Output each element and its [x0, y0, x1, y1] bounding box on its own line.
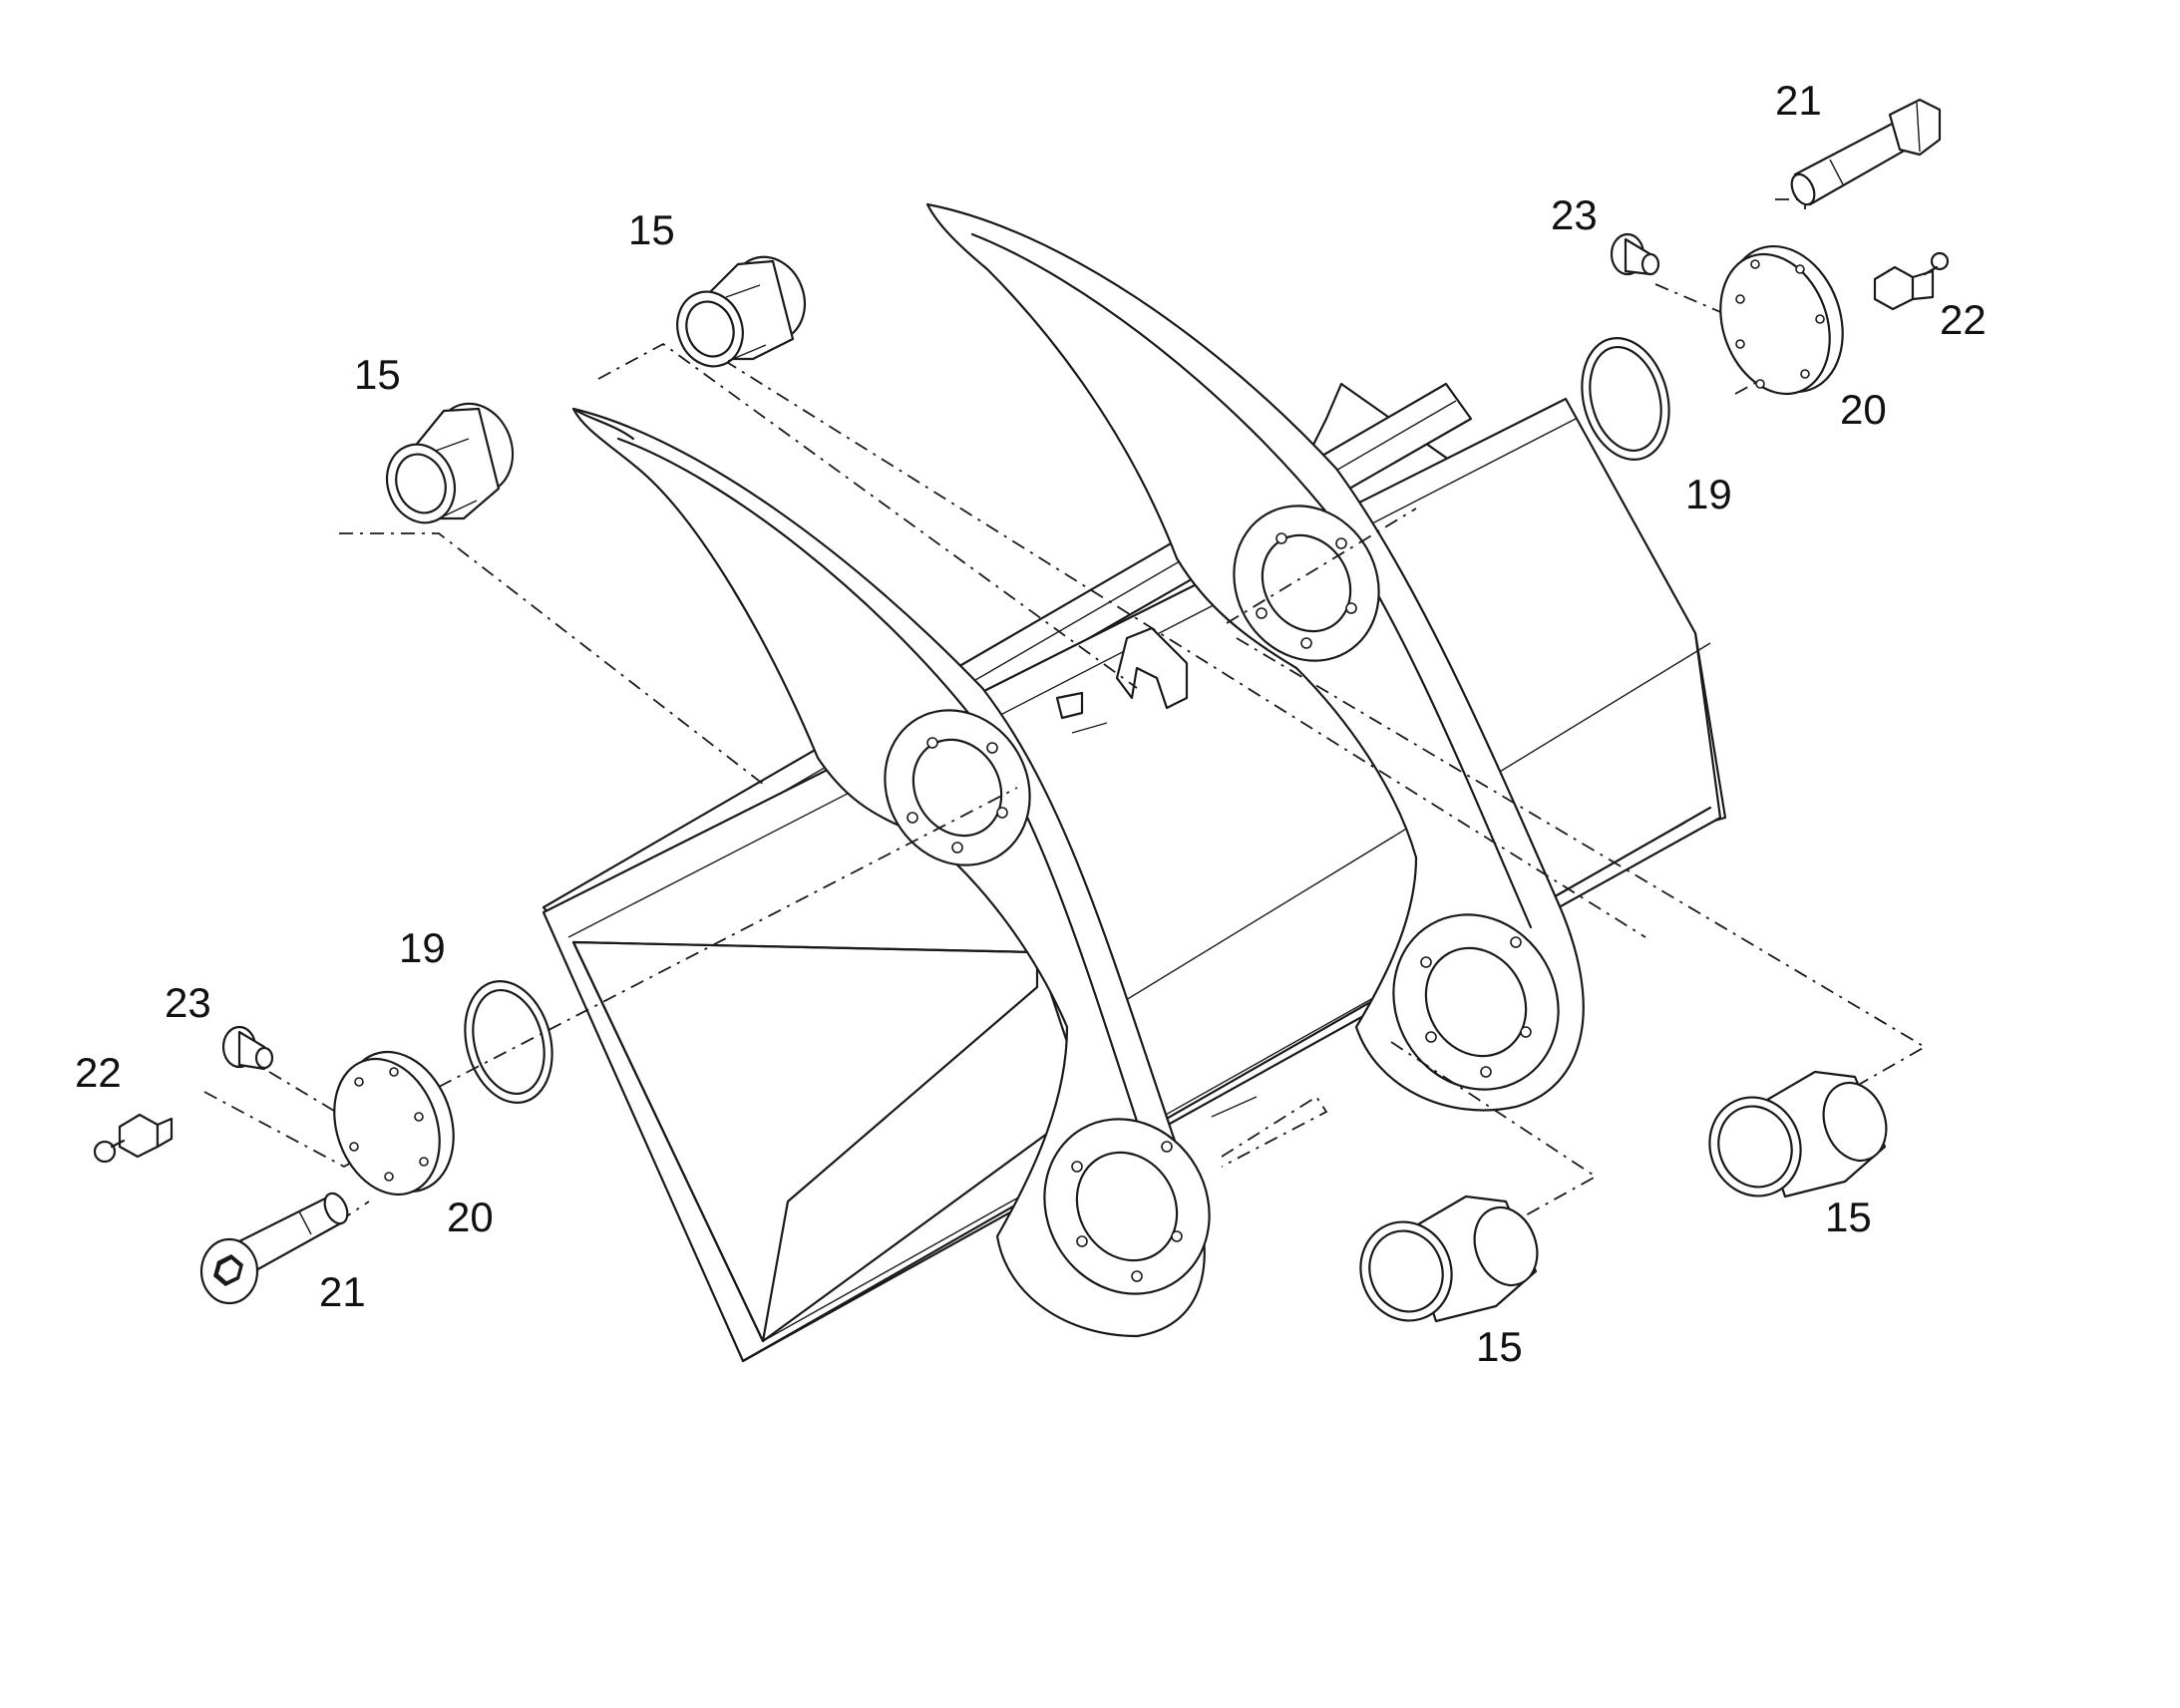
bolt-right — [1790, 98, 1942, 206]
plug-left — [221, 1025, 274, 1071]
lock-bracket — [1055, 626, 1189, 734]
bushing-lower-right — [1708, 1070, 1888, 1198]
grease-nipple-right — [1873, 251, 1950, 311]
callout-bushing-lower-center: 15 — [1476, 1323, 1523, 1370]
callout-grease-nipple-right: 22 — [1940, 296, 1987, 343]
cover-plate-right — [1719, 244, 1844, 396]
callout-labels: 15 15 15 15 19 19 20 20 21 21 22 22 23 2… — [75, 77, 1987, 1370]
bolt-left — [199, 1192, 349, 1305]
oring-left — [464, 980, 553, 1104]
callout-cover-left: 20 — [447, 1194, 494, 1240]
callout-oring-left: 19 — [399, 924, 446, 971]
assembly-lines — [203, 198, 1927, 1227]
callout-bushing-upper-left: 15 — [354, 351, 401, 398]
callout-grease-nipple-left: 22 — [75, 1049, 122, 1096]
callout-bushing-upper-center: 15 — [628, 206, 675, 253]
left-ripper-tine — [571, 407, 1211, 1338]
callout-plug-right: 23 — [1551, 191, 1598, 238]
plug-right — [1610, 232, 1660, 276]
bushing-upper-center — [676, 255, 806, 368]
right-ripper-tine — [925, 202, 1585, 1112]
oring-right — [1581, 337, 1670, 461]
bushing-upper-left — [386, 402, 515, 524]
callout-cover-right: 20 — [1840, 386, 1887, 433]
callout-bushing-lower-right: 15 — [1825, 1194, 1872, 1240]
callout-bolt-right: 21 — [1775, 77, 1822, 124]
callout-bolt-left: 21 — [319, 1268, 366, 1315]
bushing-lower-center — [1359, 1195, 1539, 1323]
callout-oring-right: 19 — [1685, 471, 1732, 517]
grease-nipple-left — [93, 1113, 174, 1164]
cover-plate-left — [333, 1050, 455, 1196]
callout-plug-left: 23 — [165, 979, 211, 1026]
